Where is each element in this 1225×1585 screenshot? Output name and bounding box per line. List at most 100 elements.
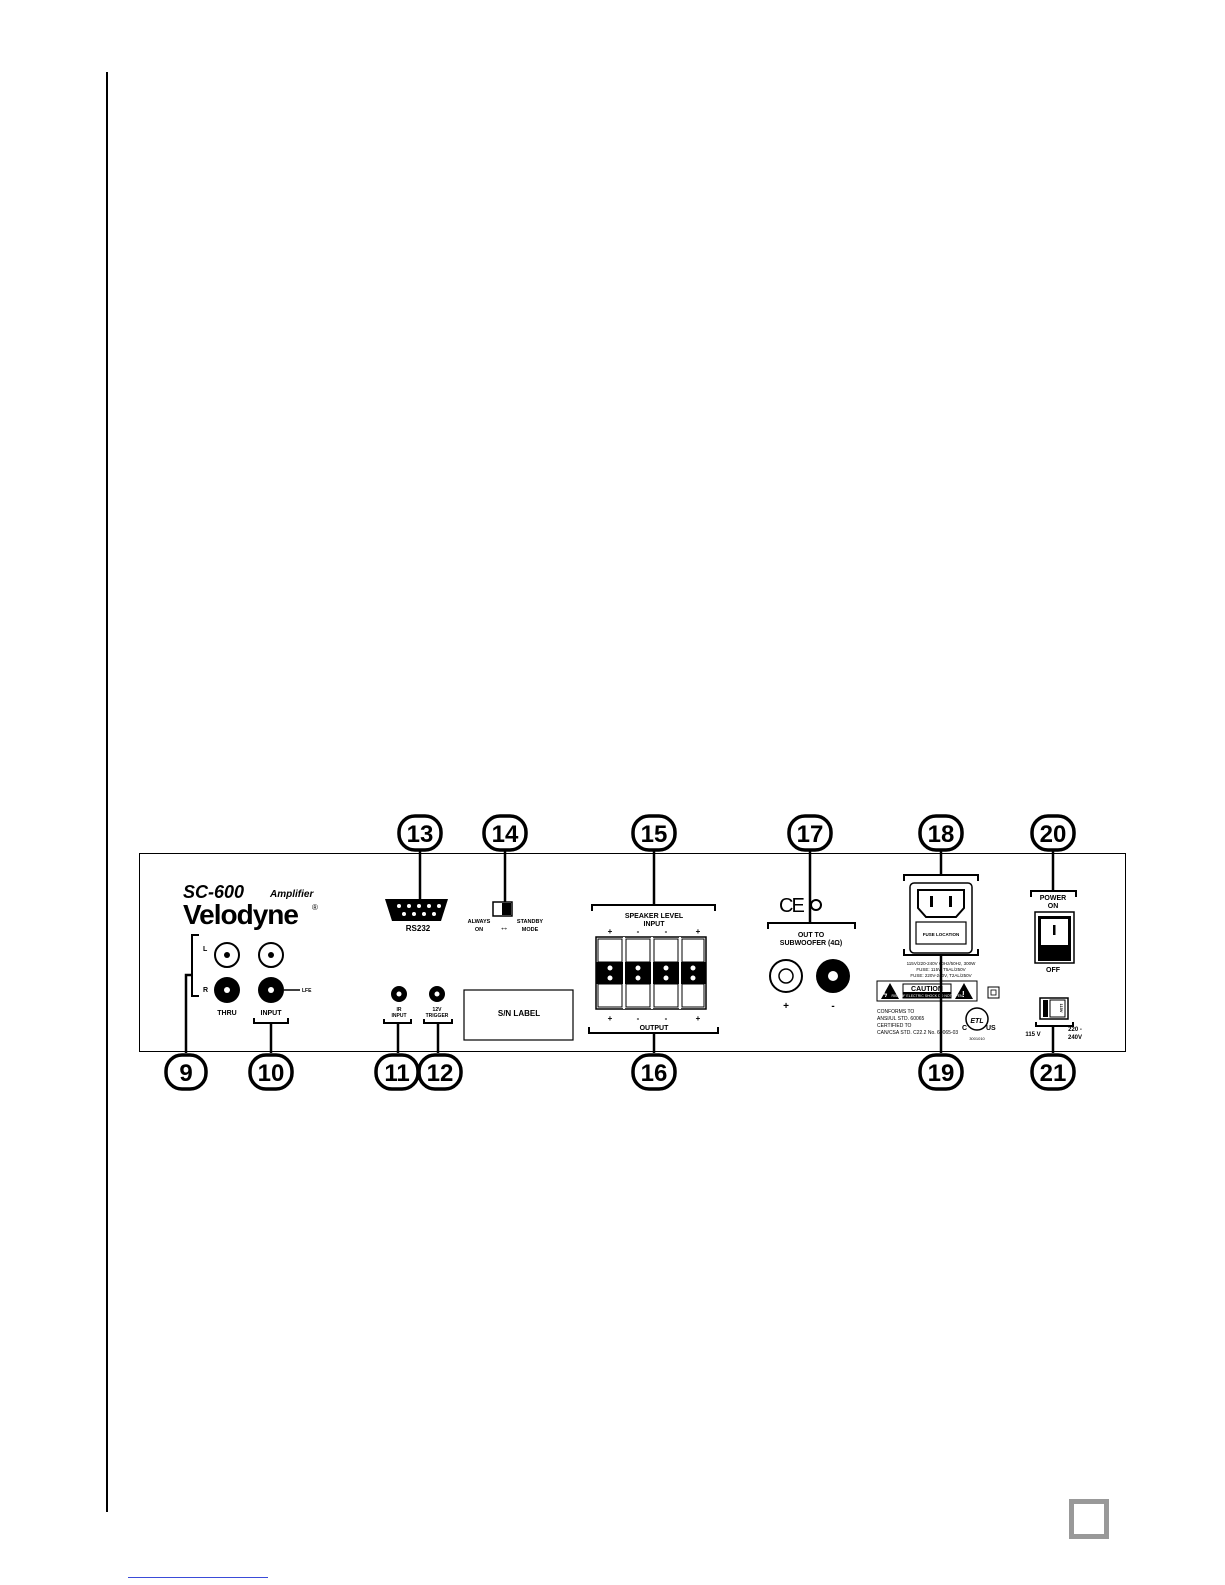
etl-listed-mark: [965, 1007, 989, 1031]
fuse-location-label: FUSE LOCATION: [923, 932, 959, 937]
svg-text:18: 18: [928, 821, 955, 848]
always-on-label: ALWAYS: [468, 919, 491, 925]
model-name: SC-600: [183, 882, 244, 902]
selector-text: 115V: [1059, 1003, 1064, 1012]
standby-mode-label: STANDBY: [517, 919, 544, 925]
sn-label: S/N LABEL: [498, 1009, 540, 1018]
rs232-label: RS232: [406, 924, 431, 933]
sub-output-plus[interactable]: [769, 959, 803, 993]
conforms-line-2: ANSI/UL STD. 60065: [877, 1016, 925, 1022]
svg-text:15: 15: [641, 821, 668, 848]
svg-text:INPUT: INPUT: [392, 1013, 407, 1019]
conforms-line-1: CONFORMS TO: [877, 1009, 914, 1015]
subwoofer-label: SUBWOOFER (4Ω): [780, 940, 842, 947]
terminal-sign-bottom-4: +: [696, 1014, 701, 1023]
rca-input-right-lfe[interactable]: [258, 977, 284, 1003]
toggle-arrows-icon: ↔: [500, 922, 509, 932]
callout-12: 12: [417, 1053, 463, 1091]
terminal-sign-bottom-3: -: [665, 1014, 668, 1023]
svg-text:TRIGGER: TRIGGER: [426, 1013, 449, 1019]
callout-leaders: [184, 850, 1055, 1053]
svg-text:12: 12: [427, 1060, 454, 1087]
callout-21: 21: [1030, 1053, 1076, 1091]
page-number-box: [1069, 1499, 1109, 1539]
caution-label: [876, 980, 978, 1002]
svg-text:11: 11: [384, 1060, 409, 1087]
callout-20: 20: [1030, 814, 1076, 852]
speaker-output-label: OUTPUT: [640, 1025, 670, 1032]
power-on-label: ON: [1048, 903, 1059, 910]
voltage-240-label: 240V: [1068, 1035, 1082, 1041]
callout-17: 17: [787, 814, 833, 852]
rs232-port[interactable]: [385, 899, 448, 921]
svg-text:19: 19: [928, 1060, 955, 1087]
caution-subtext: RISK OF ELECTRIC SHOCK DO NOT OPEN: [891, 994, 963, 998]
callout-11: 11: [374, 1053, 420, 1091]
conforms-line-4: CAN/CSA STD. C22.2 No. 60065-03: [877, 1030, 958, 1036]
caution-title: CAUTION: [911, 986, 943, 993]
sub-minus-label: -: [831, 1001, 834, 1012]
svg-text:14: 14: [492, 821, 519, 848]
terminal-sign-bottom-1: +: [608, 1014, 613, 1023]
model-suffix: Amplifier: [269, 889, 314, 900]
ac-power-inlet[interactable]: [909, 882, 973, 954]
speaker-level-label: SPEAKER LEVEL: [625, 913, 684, 920]
svg-text:16: 16: [641, 1060, 668, 1087]
voltage-220-label: 220 -: [1068, 1027, 1082, 1033]
terminal-sign-top-3: -: [665, 927, 668, 936]
terminal-sign-top-4: +: [696, 927, 701, 936]
serial-number-plate: [463, 989, 574, 1041]
ir-input-jack[interactable]: [391, 986, 407, 1002]
terminal-sign-bottom-2: -: [637, 1014, 640, 1023]
callout-14: 14: [482, 814, 528, 852]
etl-number: 3001010: [969, 1036, 985, 1041]
registered-mark: ®: [312, 903, 318, 912]
etl-us: US: [986, 1025, 996, 1032]
callout-9: 9: [164, 1053, 208, 1091]
callout-13: 13: [397, 814, 443, 852]
out-to-label: OUT TO: [798, 932, 825, 939]
conforms-line-3: CERTIFIED TO: [877, 1023, 912, 1029]
callout-18: 18: [918, 814, 964, 852]
lfe-label: LFE: [302, 988, 312, 994]
power-rocker-switch[interactable]: [1034, 911, 1075, 964]
voltage-selector-switch[interactable]: [1039, 997, 1069, 1020]
terminal-sign-top-1: +: [608, 927, 613, 936]
sub-plus-label: +: [783, 1001, 789, 1012]
ce-mark: CE: [779, 895, 804, 917]
brand-logo: Velodyne: [183, 899, 298, 930]
trigger-12v-jack[interactable]: [429, 986, 445, 1002]
channel-r-label: R: [203, 987, 208, 994]
exclamation-icon: !: [962, 990, 965, 999]
callout-15: 15: [631, 814, 677, 852]
svg-text:21: 21: [1040, 1060, 1067, 1087]
rca-input-left[interactable]: [258, 942, 284, 968]
standby-mode-switch[interactable]: [492, 901, 513, 917]
svg-text:ON: ON: [475, 927, 483, 933]
amplifier-rear-panel: [139, 853, 1126, 1052]
speaker-terminal-strip[interactable]: [595, 936, 707, 1010]
channel-l-label: L: [203, 946, 208, 953]
rca-thru-left[interactable]: [214, 942, 240, 968]
svg-text:17: 17: [797, 821, 824, 848]
ir-input-label: IR: [397, 1007, 402, 1013]
rca-thru-right[interactable]: [214, 977, 240, 1003]
callout-19: 19: [918, 1053, 964, 1091]
footer-link-rule: [128, 1577, 268, 1578]
voltage-115-label: 115 V: [1025, 1032, 1040, 1038]
svg-text:9: 9: [179, 1060, 192, 1087]
speaker-input-label: INPUT: [644, 921, 666, 928]
trigger-12v-label: 12V: [433, 1007, 443, 1013]
thru-label: THRU: [217, 1010, 236, 1017]
page-margin-rule: [106, 72, 108, 1512]
svg-text:13: 13: [407, 821, 434, 848]
svg-text:10: 10: [258, 1060, 285, 1087]
callout-16: 16: [631, 1053, 677, 1091]
sub-output-minus[interactable]: [816, 959, 850, 993]
svg-text:MODE: MODE: [522, 927, 539, 933]
power-off-label: OFF: [1046, 967, 1061, 974]
svg-text:20: 20: [1040, 821, 1067, 848]
power-label: POWER: [1040, 895, 1066, 902]
line-input-section: L R LFE THRU INPUT: [191, 934, 312, 1024]
